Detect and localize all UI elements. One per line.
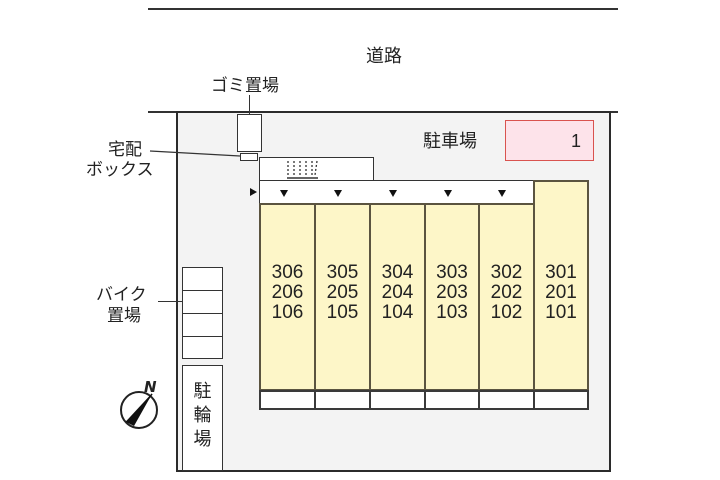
balcony xyxy=(314,390,369,410)
balcony xyxy=(478,390,533,410)
bike-slot xyxy=(183,314,222,337)
delivery-box xyxy=(240,153,258,161)
delivery-box-label-line2: ボックス xyxy=(86,160,154,180)
balcony xyxy=(259,390,314,410)
balcony xyxy=(424,390,478,410)
unit-door-icon xyxy=(280,190,288,197)
bike-slot xyxy=(183,291,222,314)
garbage-leader-line xyxy=(249,95,250,128)
parking-label: 駐車場 xyxy=(423,131,477,152)
bicycle-parking-label: 駐 輪 場 xyxy=(193,381,212,450)
unit-door-icon xyxy=(334,190,342,197)
bike-parking-label-line1: バイク xyxy=(96,285,147,305)
compass-north-label: N xyxy=(144,378,157,396)
balcony xyxy=(533,390,589,410)
parking-count: 1 xyxy=(570,131,581,151)
bicycle-parking-area: 駐 輪 場 xyxy=(182,365,223,471)
garbage-area xyxy=(237,114,262,152)
bike-slot xyxy=(183,268,222,291)
delivery-box-label-line1: 宅配 xyxy=(108,140,142,160)
entrance-block xyxy=(259,157,374,181)
stairs-icon xyxy=(287,160,318,179)
road-edge-line xyxy=(148,8,618,10)
road-label: 道路 xyxy=(366,46,402,67)
bike-parking-leader-line xyxy=(158,301,203,302)
bike-parking-label-line2: 置場 xyxy=(107,306,141,326)
bike-parking-area xyxy=(182,267,223,359)
north-compass-icon xyxy=(120,391,158,429)
parking-space[interactable]: 1 xyxy=(505,120,594,161)
unit-door-icon xyxy=(498,190,506,197)
unit-door-icon xyxy=(444,190,452,197)
balcony xyxy=(369,390,424,410)
unit-door-icon xyxy=(389,190,397,197)
garbage-area-label: ゴミ置場 xyxy=(211,76,279,96)
entrance-arrow-icon xyxy=(250,188,257,196)
